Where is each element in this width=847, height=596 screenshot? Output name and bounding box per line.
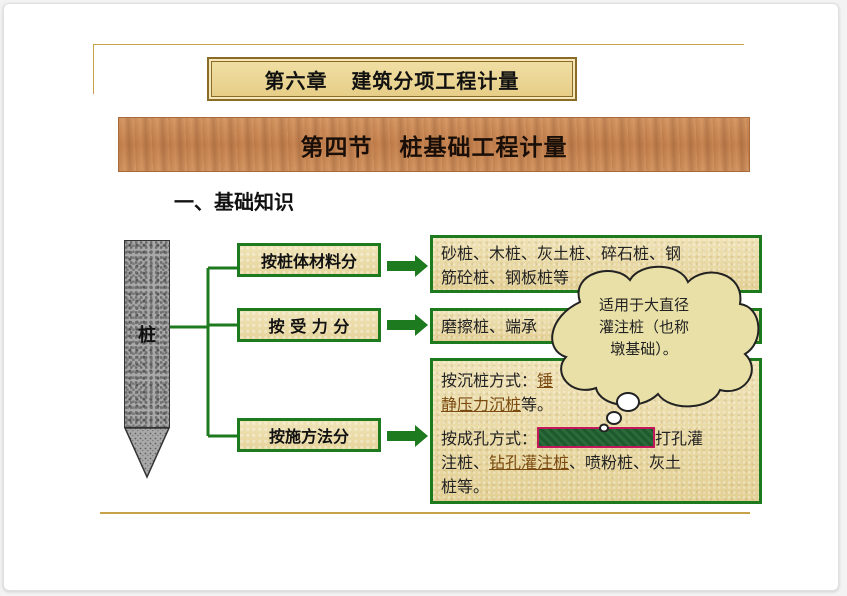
bored-pile-link[interactable]: 钻孔灌注桩 bbox=[489, 453, 570, 472]
section-title: 第四节 桩基础工程计量 bbox=[300, 134, 568, 161]
hole-method-line: 按成孔方式：打孔灌 bbox=[441, 427, 704, 448]
category-method-label: 按施方法分 bbox=[268, 427, 349, 446]
force-text: 磨擦桩、端承 bbox=[441, 317, 538, 336]
sink-method-line-2: 静压力沉桩等。 bbox=[441, 395, 554, 414]
left-rule bbox=[93, 44, 94, 94]
hole-method-line-2: 注桩、钻孔灌注桩、喷粉桩、灰土 bbox=[441, 453, 682, 472]
chapter-title-box: 第六章 建筑分项工程计量 bbox=[207, 57, 577, 101]
category-material-box: 按桩体材料分 bbox=[237, 243, 381, 277]
chapter-title: 第六章 建筑分项工程计量 bbox=[264, 68, 520, 93]
pile-label: 桩 bbox=[138, 325, 156, 346]
category-material-label: 按桩体材料分 bbox=[260, 252, 357, 271]
pile-body: 桩 bbox=[124, 240, 170, 428]
material-line-1: 砂桩、木桩、灰土桩、碎石桩、钢 bbox=[441, 244, 682, 263]
redacted-answer-block[interactable] bbox=[537, 427, 656, 448]
top-rule bbox=[93, 44, 744, 45]
bottom-rule bbox=[100, 512, 750, 514]
static-pressure-link[interactable]: 静压力沉桩 bbox=[441, 395, 522, 414]
category-method-box: 按施方法分 bbox=[237, 418, 381, 452]
material-line-2: 筋砼桩、钢板桩等 bbox=[441, 268, 570, 287]
category-force-label: 按 受 力 分 bbox=[268, 317, 350, 336]
cloud-callout-icon bbox=[551, 265, 760, 432]
cloud-callout-text: 适用于大直径 灌注桩（也称 墩基础）。 bbox=[598, 296, 689, 358]
section-title-bar: 第四节 桩基础工程计量 bbox=[118, 117, 750, 172]
pile-tip-icon bbox=[124, 427, 170, 479]
arrow-1-icon bbox=[387, 255, 428, 277]
arrow-3-icon bbox=[387, 425, 428, 447]
subheading: 一、基础知识 bbox=[174, 190, 294, 214]
arrow-2-icon bbox=[387, 314, 428, 336]
hole-method-line-3: 桩等。 bbox=[441, 477, 490, 496]
sink-hidden-text: 锤 bbox=[537, 371, 554, 390]
category-force-box: 按 受 力 分 bbox=[237, 308, 381, 342]
